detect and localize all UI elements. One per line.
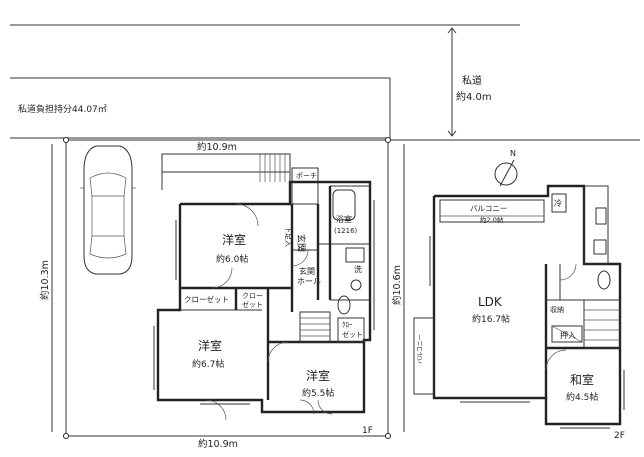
depth-right-dim: 約10.6m — [391, 265, 403, 305]
ldk-label: LDK — [478, 295, 503, 309]
shoes-label: 下足入 — [284, 226, 292, 247]
room-western2-size: 約6.7帖 — [192, 358, 224, 370]
oshiire-label: 押入 — [560, 330, 576, 340]
closet3-label-a: ｸﾛｰ — [342, 321, 353, 329]
floor-2f-label: 2F — [614, 431, 625, 441]
svg-text:N: N — [510, 149, 516, 158]
stairs-1f — [299, 311, 331, 343]
frontage-bottom-dim: 約10.9m — [198, 438, 238, 450]
private-road-label: 私道 — [462, 74, 482, 87]
washroom-label: 洗 — [354, 264, 362, 274]
porch-steps — [259, 154, 286, 182]
entrance-hall-label-b: ホール — [297, 277, 321, 286]
side-balcony-label: バルコニー — [417, 334, 424, 364]
private-road-share: 私道負担持分44.07㎡ — [18, 103, 107, 115]
bath-size: (1216) — [334, 227, 358, 235]
room-western3-label: 洋室 — [306, 368, 330, 383]
closet2-label-b: ゼット — [242, 300, 263, 309]
room-western3-size: 約5.5帖 — [302, 387, 334, 399]
closet2-label-a: クロー — [242, 292, 263, 300]
depth-left-dim: 約10.3m — [39, 260, 51, 300]
room-western2-label: 洋室 — [198, 338, 222, 353]
north-arrow-icon: N — [494, 149, 518, 187]
ldk-size: 約16.7帖 — [472, 313, 510, 325]
plan-2f — [413, 184, 625, 429]
entrance-label: 玄関 — [295, 234, 307, 252]
frontage-top-dim: 約10.9m — [197, 141, 237, 153]
entrance-hall-label-a: 玄関 — [299, 266, 315, 276]
bath-label: 浴室 — [336, 214, 352, 224]
japanese-room-size: 約4.5帖 — [566, 391, 598, 403]
storage-label: 収納 — [550, 305, 564, 314]
car-icon — [80, 145, 136, 275]
fridge-label: 冷 — [554, 198, 562, 208]
closet3-label-b: ゼット — [342, 330, 363, 339]
site-lines — [10, 24, 640, 439]
balcony-size: 約2.0帖 — [480, 215, 504, 224]
closet-label: クローゼット — [184, 294, 229, 304]
porch-label: ポーチ — [296, 172, 317, 180]
private-road-width: 約4.0m — [456, 90, 492, 103]
room-western1-size: 約6.0帖 — [216, 253, 248, 265]
japanese-room-label: 和室 — [570, 372, 594, 387]
plan-1f — [153, 153, 375, 421]
room-western1-label: 洋室 — [222, 232, 246, 247]
stairs-2f — [583, 299, 621, 349]
balcony-label: バルコニー — [470, 204, 507, 213]
floor-1f-label: 1F — [362, 426, 373, 436]
